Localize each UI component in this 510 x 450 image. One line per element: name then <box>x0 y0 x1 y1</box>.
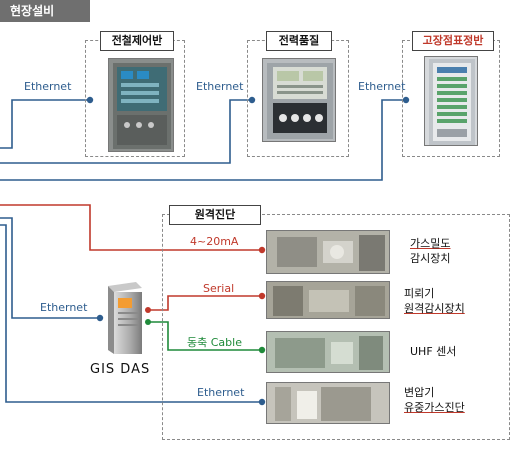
top-ethernet-dot-2 <box>248 96 256 104</box>
gis-ethernet-label: Ethernet <box>40 301 88 314</box>
gis-ethernet-in-dot <box>96 314 104 322</box>
arrester-text: 피뢰기 원격감시장치 <box>404 286 465 316</box>
gas-density-line1: 가스밀도 <box>410 237 451 250</box>
transformer-ethernet-line <box>0 224 262 403</box>
serial-dot-left <box>145 307 151 313</box>
gas-density-line2: 감시장치 <box>410 252 451 265</box>
serial-dot-right <box>258 292 266 300</box>
gis-das-server-icon <box>100 282 144 356</box>
serial-line <box>148 295 262 311</box>
top-ethernet-line-1 <box>0 99 90 149</box>
coax-label: 동축 Cable <box>187 336 242 349</box>
device-label-1: 전철제어반 <box>100 31 174 51</box>
serial-label: Serial <box>203 282 235 295</box>
arrester-photo <box>266 281 390 319</box>
ethernet-label-2: Ethernet <box>196 80 244 93</box>
uhf-sensor-photo <box>266 331 390 373</box>
top-ethernet-dot-1 <box>86 96 94 104</box>
coax-line <box>148 321 262 351</box>
transformer-ethernet-dot <box>258 398 266 406</box>
transformer-ethernet-label: Ethernet <box>197 386 245 399</box>
analog-label: 4~20mA <box>190 235 239 248</box>
remote-diagnosis-title: 원격진단 <box>169 205 261 225</box>
top-ethernet-line-3 <box>0 99 406 181</box>
uhf-text: UHF 센서 <box>410 344 456 359</box>
fault-locator-photo <box>424 56 478 146</box>
analog-line <box>0 204 262 251</box>
top-ethernet-line-2 <box>0 99 252 164</box>
uhf-line1: UHF 센서 <box>410 345 457 358</box>
gis-ethernet-in-line <box>0 217 100 319</box>
analog-dot <box>258 246 266 254</box>
arrester-line2: 원격감시장치 <box>404 302 465 315</box>
gis-das-label: GIS DAS <box>90 362 151 377</box>
coax-dot-right <box>258 346 266 354</box>
power-quality-photo <box>262 58 336 142</box>
device-label-2: 전력품질 <box>266 31 332 51</box>
transformer-photo <box>266 382 390 424</box>
ethernet-label-1: Ethernet <box>24 80 72 93</box>
coax-dot-left <box>145 319 151 325</box>
device-label-3: 고장점표정반 <box>412 31 494 51</box>
arrester-line1: 피뢰기 <box>404 287 435 300</box>
transformer-line2: 유중가스진단 <box>404 401 465 414</box>
section-header: 현장설비 <box>0 0 90 22</box>
control-panel-photo <box>108 58 174 152</box>
gas-density-photo <box>266 230 390 274</box>
transformer-text: 변압기 유중가스진단 <box>404 385 465 415</box>
ethernet-label-3: Ethernet <box>358 80 406 93</box>
top-ethernet-dot-3 <box>402 96 410 104</box>
gas-density-text: 가스밀도 감시장치 <box>410 236 450 266</box>
transformer-line1: 변압기 <box>404 386 435 399</box>
